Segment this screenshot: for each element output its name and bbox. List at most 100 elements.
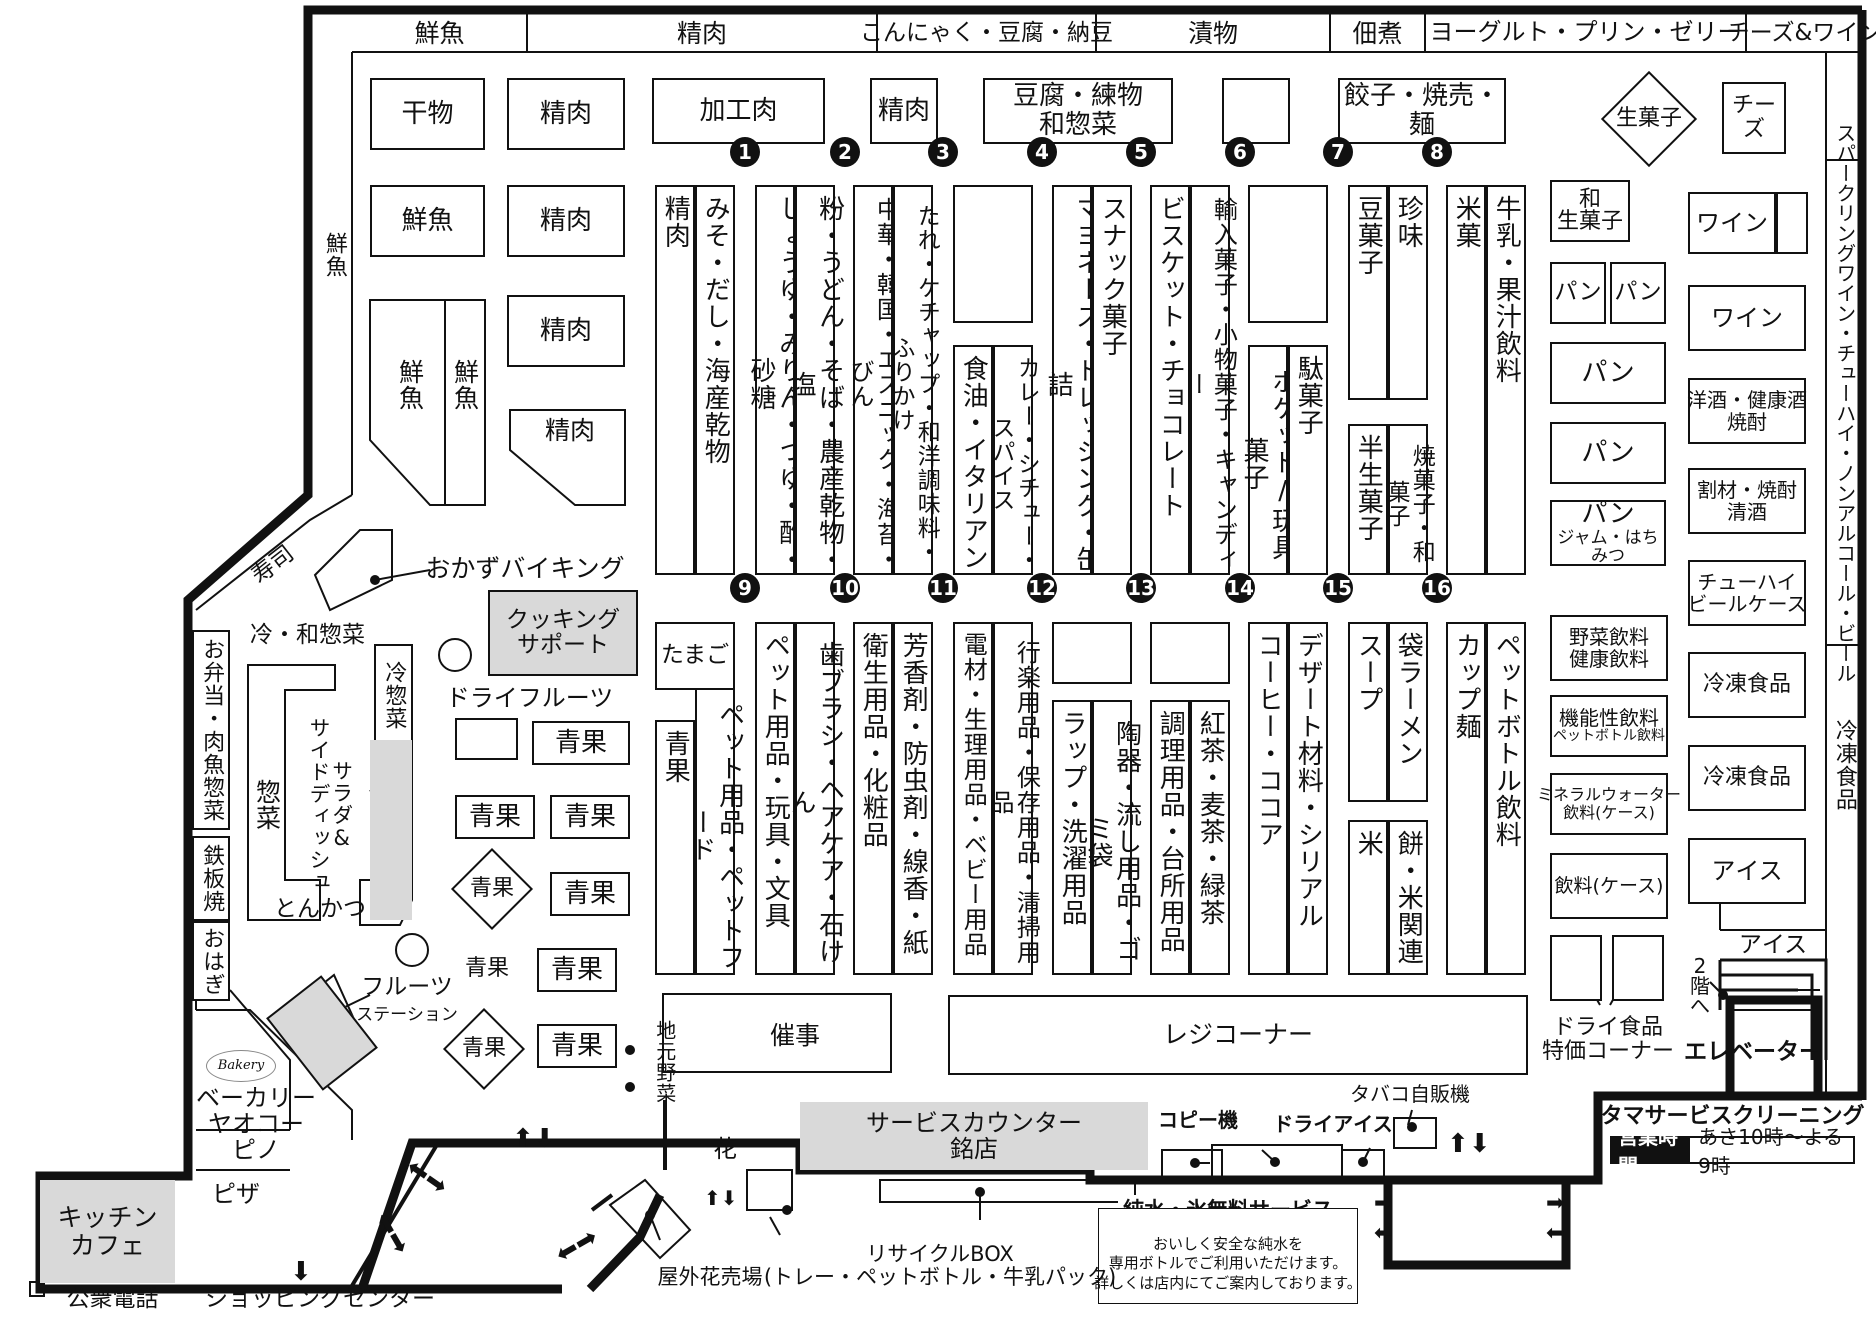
header-tsukemono: 漬物	[1187, 18, 1238, 48]
aisle-number-badge: 10	[830, 573, 860, 603]
dry-fruits-stand	[455, 718, 518, 760]
aisle-8a-right: 珍味	[1388, 185, 1428, 400]
pan-3: パン	[1550, 342, 1666, 404]
aisle-2-right: 粉・うどん・そば・農産乾物・塩	[786, 185, 845, 575]
reitou-wall: 冷凍食品	[1831, 719, 1857, 811]
flower: 花	[713, 1135, 737, 1164]
aisle-3-right: たれ・ケチャップ・和洋調味料・ふりかけ	[888, 185, 939, 575]
fixture-seiniku-3: 精肉	[544, 415, 595, 445]
aisle-l9-right: ペットボトル飲料	[1486, 622, 1526, 975]
aisle-l6-left: 調理用品・台所用品	[1150, 700, 1190, 975]
svg-text:⬆⬇: ⬆⬇	[1447, 1129, 1491, 1159]
aisle-number-badge: 2	[830, 137, 860, 167]
salad-side-dish: サラダ& サイドディッシュ	[307, 717, 354, 893]
fixture-sengyo: 鮮魚	[370, 185, 485, 257]
kinou-label: 機能性飲料	[1559, 706, 1659, 731]
to-2f: 2 階 へ	[1690, 954, 1710, 1018]
aisle-6-right: 輸入菓子・小物菓子・キャンディー	[1183, 185, 1237, 575]
aisle-number-badge: 16	[1422, 573, 1452, 603]
aisle-4-left: 食油・イタリアン	[953, 345, 993, 575]
aisle-number-badge: 5	[1126, 137, 1156, 167]
tonkatsu: とんかつ	[274, 895, 366, 922]
fixture-sengyo-v2: 鮮魚	[450, 359, 480, 411]
copy-machine: コピー機	[1158, 1108, 1238, 1133]
recycle-box: リサイクルBOX (トレー・ペットボトル・牛乳パック)	[763, 1242, 1117, 1289]
produce-7: 青果	[469, 876, 514, 902]
wine-2: ワイン	[1688, 285, 1806, 351]
yoshu: 洋酒・健康酒 焼酎	[1687, 378, 1807, 444]
header-sengyo: 鮮魚	[414, 18, 465, 48]
aisle-l5-left: ラップ・洗濯用品	[1052, 700, 1092, 975]
dry-ice: ドライアイス	[1273, 1112, 1393, 1137]
fixture-seiniku-a: 精肉	[507, 78, 625, 150]
elevator: エレベーター	[1684, 1038, 1822, 1065]
ohagi: おはぎ	[192, 921, 230, 1001]
sparkling-wall: スパークリングワイン・チューハイ・ノンアルコール・ビール	[1832, 122, 1857, 683]
warizai: 割材・焼酎 清酒	[1688, 468, 1806, 534]
svg-text:⬅➡: ⬅➡	[550, 1222, 603, 1270]
aisle-l6-top-empty	[1150, 622, 1230, 684]
jimoto-yasai: 地元野菜	[652, 1020, 677, 1104]
fixture-cheese: チーズ	[1722, 82, 1786, 154]
aisle-l5-right: 陶器・流し用品・ゴミ袋	[1083, 700, 1142, 975]
aisle-number-badge: 14	[1225, 573, 1255, 603]
aisle-l2-right: 歯ブラシ・ヘアケア・石けん	[786, 622, 845, 975]
aisle-number-badge: 15	[1323, 573, 1353, 603]
produce-1: 青果	[532, 721, 630, 765]
ice: アイス	[1688, 838, 1806, 904]
pan-4: パン	[1550, 422, 1666, 484]
dry-sale-1	[1550, 935, 1602, 1001]
hours-time: あさ10時～よる9時	[1698, 1125, 1844, 1178]
svg-text:⬇: ⬇	[290, 1257, 312, 1287]
inryo-case: 飲料(ケース)	[1550, 853, 1668, 919]
pan-jam-sub: ジャム・はちみつ	[1557, 527, 1659, 567]
aisle-l9-left: カップ麺	[1446, 622, 1486, 975]
fixture-kakouniku: 加工肉	[652, 78, 825, 144]
pan-1: パン	[1550, 262, 1606, 324]
produce-8: 青果	[461, 1036, 506, 1062]
obento: お弁当・肉魚惣菜	[192, 630, 230, 830]
aisle-l1-seika: 青果	[655, 720, 695, 975]
aisle-1-left: 精肉	[655, 185, 695, 575]
aisle-l8a-left: スープ	[1348, 622, 1388, 802]
pizza: ピザ	[212, 1180, 260, 1209]
aisle-7-right: 駄菓子	[1288, 345, 1328, 575]
reitou-2: 冷凍食品	[1688, 745, 1806, 811]
aisle-number-badge: 13	[1126, 573, 1156, 603]
cleaning-hours: 営業時間 あさ10時～よる9時	[1610, 1125, 1855, 1178]
svg-text:➡: ➡	[1374, 1191, 1392, 1216]
fruit-station-2: ステーション	[356, 1004, 458, 1025]
aisle-number-badge: 7	[1323, 137, 1353, 167]
fixture-namagashi: 生菓子	[1615, 106, 1682, 132]
register-corner: レジコーナー	[948, 995, 1528, 1075]
aisle-9-right: 牛乳・果汁飲料	[1486, 185, 1526, 575]
fruit-station: フルーツ	[361, 973, 453, 1000]
dry-sale-2	[1612, 935, 1664, 1001]
pan-jam: パン ジャム・はちみつ	[1550, 500, 1666, 566]
saiji-box	[662, 993, 892, 1073]
aisle-number-badge: 11	[928, 573, 958, 603]
aisle-l3-left: 衛生用品・化粧品	[853, 622, 893, 975]
aisle-l8b-left: 米	[1348, 820, 1388, 975]
cooking-support: クッキング サポート	[488, 590, 638, 676]
aisle-l2-left: ペット用品・玩具・文具	[755, 622, 795, 975]
dry-fruits: ドライフルーツ	[445, 684, 614, 713]
kitchen-cafe: キッチン カフェ	[40, 1180, 175, 1283]
aisle-8a-left: 豆菓子	[1348, 185, 1388, 400]
wall-sengyo: 鮮魚	[321, 232, 347, 278]
fixture-himono: 干物	[370, 78, 485, 150]
produce-5: 青果	[537, 948, 617, 992]
aisle-l3-right: 芳香剤・防虫剤・線香・紙	[893, 622, 933, 975]
aisle-8b-right: 焼菓子・和菓子	[1383, 424, 1434, 575]
aisle-4-right: カレー・シチュー・スパイス	[988, 345, 1039, 575]
fixture-seiniku-b: 精肉	[870, 78, 938, 144]
water-service-frame	[1098, 1208, 1358, 1304]
aisle-l4-right: 行楽用品・保存用品・清掃用品	[986, 622, 1040, 975]
produce-round: 青果	[464, 956, 509, 982]
teppanyaki: 鉄板焼	[192, 836, 230, 921]
kinou-sub: ペットボトル飲料	[1553, 728, 1665, 745]
okazu-viking: おかずバイキング	[425, 553, 625, 583]
aisle-8b-left: 半生菓子	[1348, 424, 1388, 575]
svg-text:➡: ➡	[1546, 1191, 1564, 1216]
